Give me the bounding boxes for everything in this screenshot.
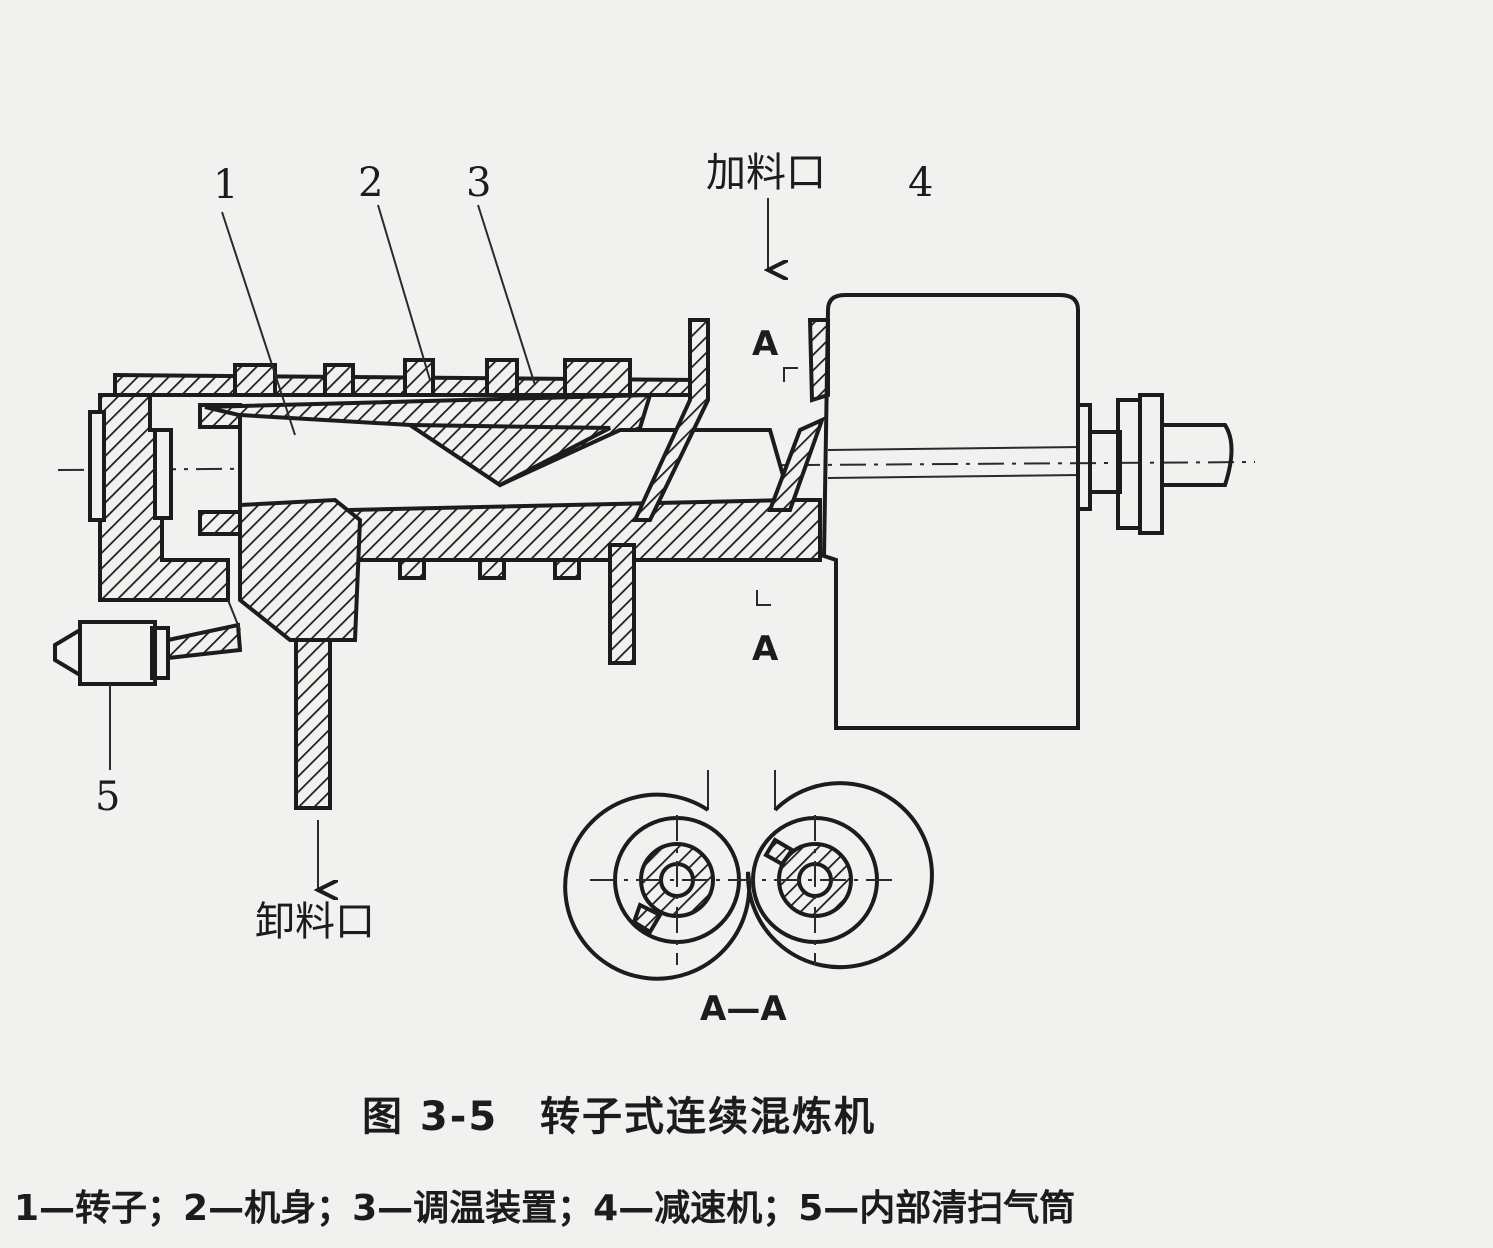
reducer [821,293,1234,730]
feed-hopper [608,198,830,665]
figure-title: 转子式连续混炼机 [540,1094,876,1140]
section-mark-top-arrow [783,367,798,382]
section-mark-top: A [752,324,779,364]
figure-legend: 1—转子；2—机身；3—调温装置；4—减速机；5—内部清扫气筒 [14,1188,1075,1229]
end-housing [88,393,242,602]
discharge-chute [294,638,330,890]
callout-2: 2 [358,160,383,206]
section-mark-bottom-arrow [756,590,771,606]
figure-number: 图 3-5 [362,1094,498,1140]
feed-inlet-label: 加料口 [706,150,826,196]
callout-1: 1 [213,162,238,208]
callout-5: 5 [95,774,120,820]
cleaning-air-cylinder [53,599,243,686]
discharge-outlet-label: 卸料口 [255,899,375,945]
section-view-label: A—A [700,989,787,1029]
leader-lines [109,204,536,770]
section-mark-bottom: A [752,629,779,669]
callout-3: 3 [466,160,491,206]
callout-4: 4 [908,160,933,206]
section-view-a-a [563,770,934,981]
